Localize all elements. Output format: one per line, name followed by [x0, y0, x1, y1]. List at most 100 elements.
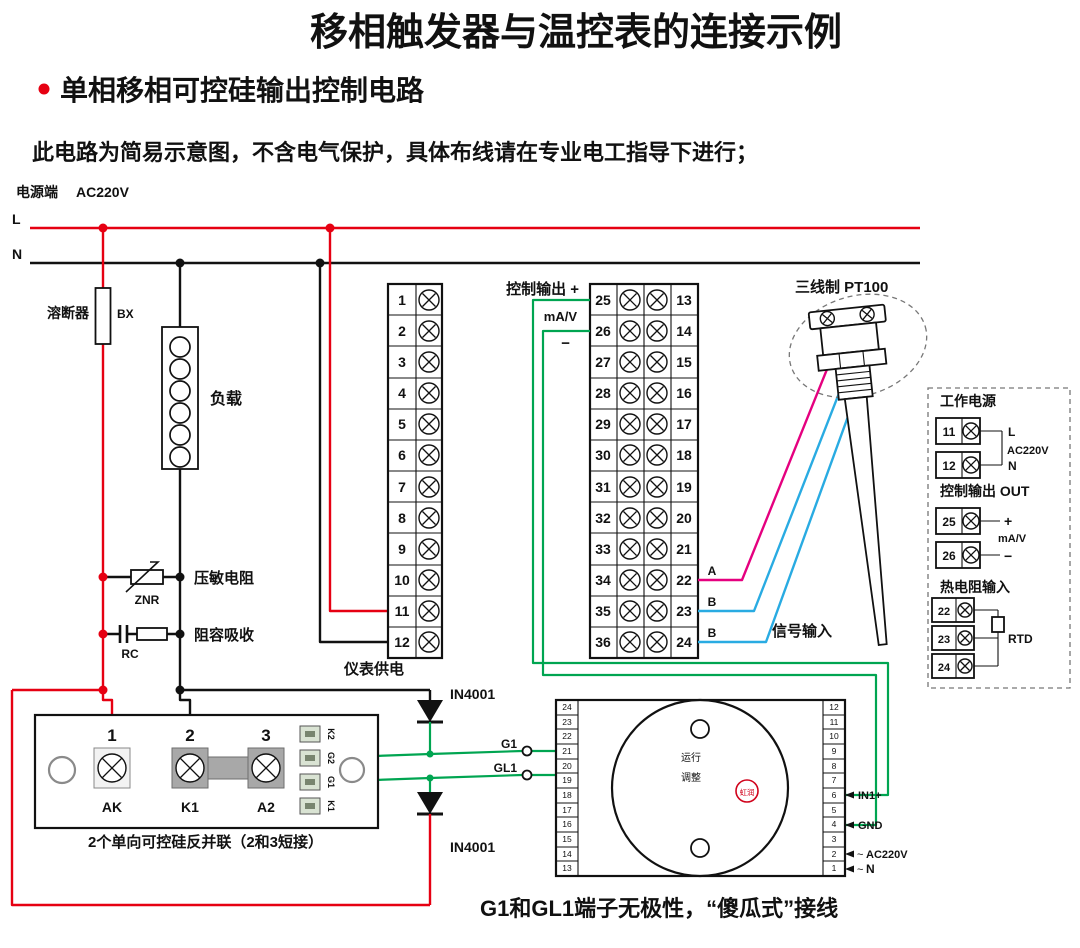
sensor-label: 三线制 PT100 — [795, 278, 888, 296]
svg-text:7: 7 — [398, 479, 406, 495]
screw-icon — [619, 320, 641, 342]
rc-label: 阻容吸收 — [194, 626, 254, 644]
svg-text:12: 12 — [829, 702, 839, 712]
svg-text:9: 9 — [398, 541, 406, 557]
svg-text:26: 26 — [942, 549, 956, 563]
svg-text:35: 35 — [595, 603, 611, 619]
dial-hole-icon — [690, 719, 710, 739]
panel-rtd-title: 热电阻输入 — [940, 579, 1010, 595]
g1-terminal — [521, 745, 533, 757]
signal-b2-wire — [698, 377, 864, 644]
svg-text:22: 22 — [676, 572, 692, 588]
sensor-probe — [843, 395, 888, 646]
signal-input-label: 信号输入 — [772, 622, 832, 640]
spec-panel-frame — [927, 387, 1071, 689]
svg-text:10: 10 — [829, 731, 839, 741]
panel-l-label: L — [1008, 425, 1015, 439]
gate-wires: IN4001 IN4001 G1 GL1 — [10, 685, 556, 907]
capacitor-symbol — [118, 625, 129, 643]
meter-supply-label: 仪表供电 — [343, 660, 404, 678]
panel-n-label: N — [1008, 459, 1017, 473]
screw-icon — [962, 456, 980, 474]
rc-snubber: 阻容吸收 RC — [98, 625, 254, 661]
svg-text:9: 9 — [832, 746, 837, 756]
screw-icon — [962, 512, 980, 530]
svg-text:6: 6 — [832, 790, 837, 800]
svg-text:K2: K2 — [326, 728, 336, 740]
svg-text:27: 27 — [595, 354, 611, 370]
screw-icon — [175, 753, 205, 783]
svg-text:24: 24 — [938, 662, 951, 674]
svg-text:5: 5 — [832, 805, 837, 815]
gnd-label: GND — [858, 820, 883, 832]
panel-plus-label: + — [1004, 513, 1012, 529]
minus-label: − — [561, 335, 570, 352]
screw-icon — [646, 413, 668, 435]
screw-icon — [957, 658, 973, 674]
rtd-resistor-symbol — [991, 616, 1005, 633]
trigger-ac-label: AC220V — [866, 849, 908, 861]
svg-text:4: 4 — [398, 385, 406, 401]
arrow-left-icon — [845, 865, 854, 873]
screw-icon — [418, 413, 440, 435]
svg-text:20: 20 — [676, 510, 692, 526]
screw-icon — [646, 320, 668, 342]
panel-mav-label: mA/V — [998, 533, 1027, 545]
short-bar — [207, 756, 249, 780]
panel-out-title: 控制输出 OUT — [940, 483, 1030, 499]
screw-icon — [646, 631, 668, 653]
screw-icon — [418, 538, 440, 560]
svg-text:10: 10 — [394, 572, 410, 588]
signal-b1-label: B — [708, 595, 717, 609]
svg-text:18: 18 — [676, 447, 692, 463]
bottom-live-loop — [10, 688, 430, 907]
panel-ac-label: AC220V — [1007, 445, 1049, 457]
pt100-sensor: 三线制 PT100 — [788, 278, 928, 646]
fuse-symbol — [94, 287, 112, 345]
svg-text:14: 14 — [676, 323, 692, 339]
load-label: 负载 — [210, 389, 242, 408]
screw-icon — [646, 289, 668, 311]
screw-icon — [418, 507, 440, 529]
screw-icon — [418, 289, 440, 311]
mounting-hole-icon — [338, 756, 366, 784]
svg-text:2: 2 — [398, 323, 406, 339]
svg-text:6: 6 — [398, 447, 406, 463]
footer-note: G1和GL1端子无极性，“傻瓜式”接线 — [480, 896, 838, 921]
svg-text:25: 25 — [942, 515, 956, 529]
screw-icon — [962, 546, 980, 564]
control-minus-wire — [541, 329, 878, 827]
screw-icon — [418, 476, 440, 498]
svg-text:G2: G2 — [326, 752, 336, 764]
svg-text:12: 12 — [394, 634, 410, 650]
fuse-code-label: BX — [117, 307, 134, 321]
g1-label: G1 — [501, 737, 517, 751]
varistor-label: 压敏电阻 — [194, 569, 254, 587]
svg-text:29: 29 — [595, 416, 611, 432]
svg-text:31: 31 — [595, 479, 611, 495]
svg-text:21: 21 — [676, 541, 692, 557]
svg-text:28: 28 — [595, 385, 611, 401]
screw-icon — [619, 600, 641, 622]
svg-text:36: 36 — [595, 634, 611, 650]
tilde-mark: ~ — [857, 849, 863, 861]
svg-text:32: 32 — [595, 510, 611, 526]
meter-neutral-wire — [318, 263, 388, 644]
svg-text:16: 16 — [676, 385, 692, 401]
run-label: 运行 — [681, 751, 701, 764]
control-output-label: 控制输出 + — [506, 280, 579, 298]
terminal-block-main: 25 26 27 28 29 30 31 32 33 34 35 36 13 1… — [506, 280, 700, 660]
control-output-wires — [531, 298, 890, 827]
in1-label: IN1+ — [858, 790, 882, 802]
screw-icon — [646, 476, 668, 498]
adjust-label: 调整 — [681, 771, 701, 784]
svg-text:22: 22 — [562, 731, 572, 741]
screw-icon — [619, 631, 641, 653]
svg-text:15: 15 — [562, 834, 572, 844]
screw-icon — [619, 476, 641, 498]
spec-panel: 工作电源 11 12 L AC220V N 控制输出 OUT 25 26 + m… — [927, 387, 1071, 689]
diode-2-label: IN4001 — [450, 839, 495, 855]
svg-text:24: 24 — [562, 702, 572, 712]
svg-text:20: 20 — [562, 761, 572, 771]
